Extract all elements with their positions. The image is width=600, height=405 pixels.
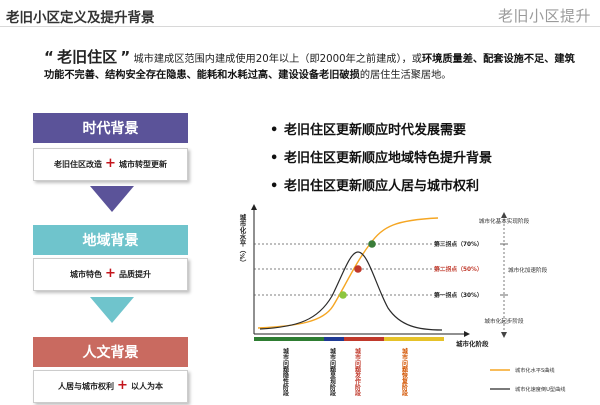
phase-bar-4 (384, 337, 444, 341)
bullet-dot-icon: • (270, 151, 279, 166)
intro-bold-text: 环境质量差、配套设施不足、建筑功能不完善、结构安全存在隐患、能耗和水耗过高、建设… (44, 54, 575, 81)
bullet-text: 老旧住区更新顺应地域特色提升背景 (284, 151, 493, 166)
intro-term: 老旧住区 (57, 48, 118, 66)
stage-mid-label: 城市化加速阶段 (508, 266, 548, 274)
phase-label-2: 城市问题显现阶段 (329, 347, 337, 397)
urbanization-diagram: 城市化水平（%） 城市化阶段 第三拐点（70%） 第二拐点（50%） 第一拐点（… (238, 204, 566, 397)
quote-open: “ (44, 48, 54, 66)
section-region-header: 地域背景 (33, 225, 188, 255)
bullet-item: • 老旧住区更新顺应人居与城市权利 (270, 178, 492, 206)
phase-label-4: 城市问题恢复阶段 (401, 347, 409, 397)
bullet-item: • 老旧住区更新顺应时代发展需要 (270, 122, 492, 150)
point2-label: 第二拐点（50%） (434, 265, 483, 273)
stage-top-label: 城市化基本实现阶段 (479, 217, 530, 225)
diagram-ylabel: 城市化水平（%） (238, 213, 247, 266)
u-curve (259, 251, 443, 331)
plus-icon: + (105, 156, 116, 171)
stage-low-label: 城市化起步阶段 (484, 317, 524, 325)
inflection-point-1 (339, 291, 347, 299)
quote-close: ” (120, 48, 131, 66)
x-axis-arrow-icon (464, 331, 470, 337)
plus-icon: + (117, 378, 128, 393)
section-region-left: 城市特色 (70, 270, 103, 279)
section-human-right: 以人为本 (130, 382, 163, 391)
inflection-point-2 (354, 265, 362, 273)
section-human-header: 人文背景 (33, 337, 188, 367)
s-curve (257, 217, 439, 329)
brand-label: 老旧小区提升 (497, 7, 591, 25)
bullet-text: 老旧住区更新顺应人居与城市权利 (284, 179, 480, 194)
phase-bar-3 (344, 337, 384, 341)
y-axis-arrow-icon (251, 204, 257, 210)
point3-label: 第三拐点（70%） (434, 240, 483, 248)
inflection-point-3 (368, 240, 376, 248)
bullet-item: • 老旧住区更新顺应地域特色提升背景 (270, 150, 492, 178)
section-era-box: 老旧住区改造 + 城市转型更新 (33, 148, 188, 181)
bullet-list: • 老旧住区更新顺应时代发展需要 • 老旧住区更新顺应地域特色提升背景 • 老旧住区更… (270, 122, 492, 206)
legend-s-label: 城市化水平S曲线 (515, 366, 555, 374)
section-human-box: 人居与城市权利 + 以人为本 (33, 370, 188, 403)
stage-arrow-down-icon (501, 332, 507, 338)
legend-u-label: 城市化速度倒U型曲线 (515, 385, 566, 393)
bullet-dot-icon: • (270, 179, 279, 194)
intro-text-1: 城市建成区范围内建成使用20年以上（即2000年之前建成），或 (133, 54, 422, 65)
down-arrow-icon (90, 297, 134, 323)
section-human-left: 人居与城市权利 (58, 382, 115, 391)
section-region-box: 城市特色 + 品质提升 (33, 258, 188, 291)
phase-label-1: 城市问题隐性阶段 (282, 347, 290, 397)
stage-arrow-up-icon (501, 212, 507, 218)
page-title: 老旧小区定义及提升背景 (6, 10, 155, 26)
phase-bar-2 (324, 337, 344, 341)
point1-label: 第一拐点（30%） (434, 291, 483, 299)
section-region-right: 品质提升 (118, 270, 151, 279)
diagram-xlabel: 城市化阶段 (456, 339, 489, 348)
section-era-left: 老旧住区改造 (54, 160, 103, 169)
header-divider (0, 26, 600, 27)
phase-bar-1 (254, 337, 324, 341)
phase-label-3: 城市问题发作阶段 (354, 347, 362, 397)
plus-icon: + (105, 266, 116, 281)
down-arrow-icon (90, 186, 134, 212)
section-era-right: 城市转型更新 (118, 160, 167, 169)
section-era-header: 时代背景 (33, 113, 188, 143)
intro-text-2: 的居住生活聚居地。 (359, 70, 452, 81)
bullet-dot-icon: • (270, 123, 279, 138)
bullet-text: 老旧住区更新顺应时代发展需要 (284, 123, 467, 138)
intro-paragraph: “ 老旧住区 ” 城市建成区范围内建成使用20年以上（即2000年之前建成），或… (44, 49, 584, 84)
